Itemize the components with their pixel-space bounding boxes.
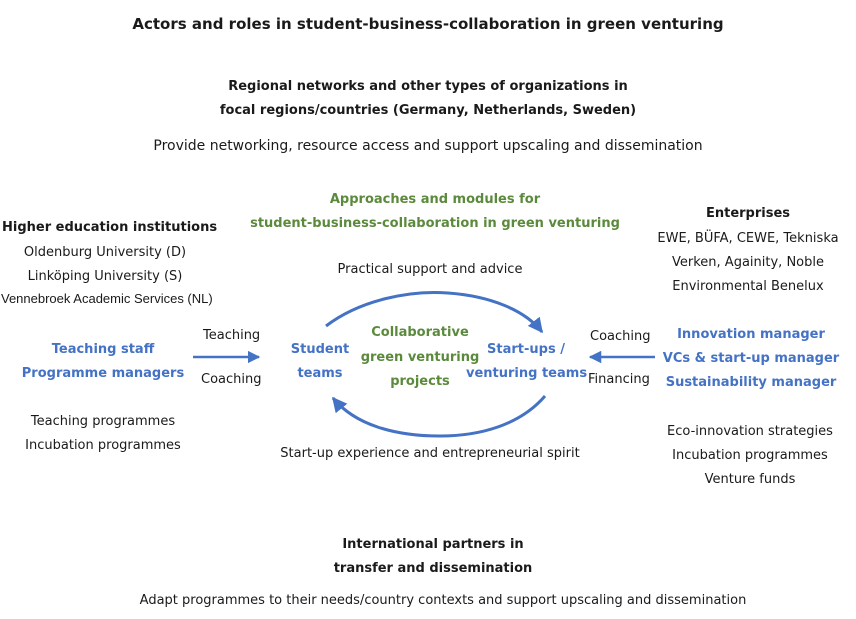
startups-label: venturing teams — [466, 366, 588, 381]
enterprise-manager: VCs & start-up manager — [662, 351, 840, 366]
financing-label: Financing — [588, 372, 650, 387]
hei-programme: Teaching programmes — [30, 414, 176, 429]
hei-member: Linköping University (S) — [27, 269, 183, 284]
approaches-line2: student-business-collaboration in green … — [250, 216, 620, 231]
top-arc-arrow — [325, 291, 544, 334]
staff-role: Teaching staff — [51, 342, 155, 357]
hei-member: Oldenburg University (D) — [23, 245, 187, 260]
enterprise-offer: Eco-innovation strategies — [667, 424, 833, 439]
enterprise-offer: Venture funds — [704, 472, 796, 487]
international-heading-line1: International partners in — [342, 537, 524, 552]
bottom-arc-arrow — [331, 395, 547, 438]
enterprises-heading: Enterprises — [705, 206, 791, 221]
projects-label: Collaborative — [371, 325, 469, 340]
student-teams-label: Student — [290, 342, 350, 357]
international-role: Adapt programmes to their needs/country … — [139, 593, 747, 608]
enterprise-member: Environmental Benelux — [672, 279, 824, 294]
enterprise-offer: Incubation programmes — [672, 448, 828, 463]
regional-heading-line2: focal regions/countries (Germany, Nether… — [219, 103, 637, 118]
approaches-line1: Approaches and modules for — [329, 192, 541, 207]
top-arc-label: Practical support and advice — [337, 262, 523, 277]
teaching-label: Teaching — [203, 328, 261, 343]
hei-member: Vennebroek Academic Services (NL) — [1, 291, 213, 306]
regional-role: Provide networking, resource access and … — [153, 138, 703, 154]
enterprise-member: EWE, BÜFA, CEWE, Tekniska — [657, 231, 839, 246]
diagram-title: Actors and roles in student-business-col… — [132, 15, 724, 33]
international-heading-line2: transfer and dissemination — [333, 561, 533, 576]
hei-heading: Higher education institutions — [2, 220, 218, 235]
enterprise-manager: Innovation manager — [677, 327, 825, 342]
hei-programme: Incubation programmes — [25, 438, 181, 453]
regional-heading-line1: Regional networks and other types of org… — [228, 79, 628, 94]
enterprise-manager: Sustainability manager — [665, 375, 837, 390]
projects-label: projects — [390, 374, 450, 389]
startups-label: Start-ups / — [487, 342, 565, 357]
coaching-left-label: Coaching — [201, 372, 262, 387]
enterprise-member: Verken, Againity, Noble — [672, 255, 824, 270]
coaching-right-label: Coaching — [590, 329, 651, 344]
bottom-arc-label: Start-up experience and entrepreneurial … — [280, 446, 580, 461]
staff-role: Programme managers — [21, 366, 185, 381]
student-teams-label: teams — [297, 366, 343, 381]
projects-label: green venturing — [360, 350, 480, 365]
